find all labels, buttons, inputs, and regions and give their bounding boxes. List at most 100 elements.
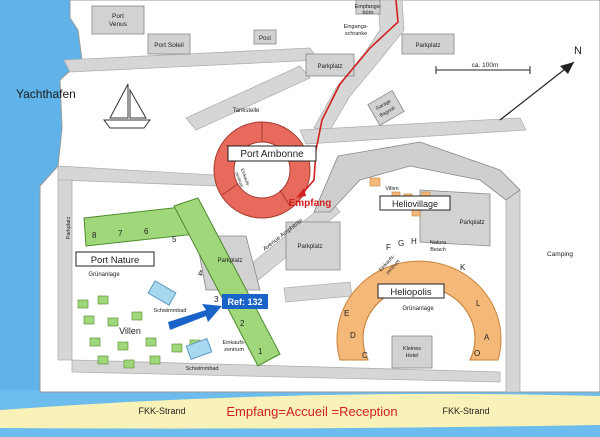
building-number: 3 [214,295,219,304]
road-left-vertical [57,179,73,361]
parkplatz-center-block [305,53,355,77]
building-number: 7 [118,229,123,238]
building-letter: L [476,299,481,308]
einkaufszentrum-nature-label: zentrum [224,347,244,353]
empfangsbuero-label: büro [362,10,373,16]
kleines-hotel-label: Kleines [403,346,421,352]
beach-sand [0,393,600,429]
gruenanlage-label: Grünanlage [402,306,434,312]
parkplatz-label: Parkplatz [297,244,322,250]
camping-label: Camping [547,251,573,258]
nature-villas [77,295,201,369]
ref-badge [222,294,268,309]
empfang-caption: Empfang=Accueil =Reception [226,404,397,419]
einkaufszentrum-ambonne-label: zentrum [234,171,244,188]
port-nature-label: Port Nature [91,255,140,266]
port-ambonne-label-box [227,145,317,162]
einkaufszentrum-nature-label: Einkaufs- [223,340,246,346]
parkplatz-top-right-block [401,33,455,55]
post-label: Post [259,36,271,42]
building-number: 4 [198,269,203,278]
building-letter: G [398,239,404,248]
schwimmbad-label: Schwimmbad [153,308,186,314]
route-arrowhead [296,188,306,198]
villa-square [83,315,95,325]
empfang-route [301,0,399,195]
building-number: 8 [92,231,97,240]
villa-square [77,299,89,309]
parkplatz-label: Parkplatz [66,216,72,239]
north-label: N [574,45,582,57]
schwimmbad-pool [147,280,177,306]
heliopolis-label: Heliopolis [390,287,431,298]
road-west-diagonal [185,65,311,131]
building-letter: O [474,349,480,358]
schwimmbad-pool-bottom [185,338,213,360]
building-letter: F [386,243,391,252]
empfang-label: Empfang [289,198,332,209]
garage-block [367,90,405,126]
building-number: 1 [258,347,263,356]
villa-square [123,359,135,369]
road-bottom [71,359,501,383]
natura-beach-label: Beach [430,247,446,253]
villen-label: Villen [119,326,141,336]
building-number: 5 [172,235,177,244]
kleines-hotel-block [391,335,433,369]
port-nature-label-box [75,251,155,267]
heliopolis-label-box [377,283,445,299]
schwimmbad-label: Schwimmbad [185,366,218,372]
building-letter: D [350,331,356,340]
road-east-diagonal [299,117,527,145]
port-venus-block [91,5,145,35]
ambonne-divider [221,183,239,196]
port-venus-label: Port [112,13,124,20]
fkk-strand-label: FKK-Strand [138,406,185,416]
natura-beach-label: Natura [430,240,447,246]
building-letter: C [362,351,368,360]
sailboat-icon [103,83,151,129]
fkk-strand-label: FKK-Strand [442,406,489,416]
villa-square [97,295,109,305]
villa-square [369,177,381,187]
ambonne-divider [279,189,291,207]
parkplatz-label: Parkplatz [415,43,440,49]
villa-square [149,355,161,365]
post-block [253,29,277,45]
north-arrow-icon [499,61,575,121]
port-soleil-block [147,33,191,55]
building-letter: K [460,263,466,272]
building-letter: H [411,237,417,246]
villa-square [171,343,183,353]
scale-bar [435,66,531,74]
ref-arrow-icon [168,304,222,330]
building-letter: A [484,333,490,342]
port-nature-buildings [83,197,281,367]
heliovillage-chevron [313,141,521,213]
yachthafen-label: Yachthafen [16,87,76,101]
scale-label: ca. 100m [472,62,499,69]
villen-heliovillage-label: Villen [385,186,398,192]
villa-square [117,341,129,351]
building-letter: E [344,309,349,318]
eingangsschranke-label: schranke [345,31,367,37]
tankstelle-label: Tankstelle [233,108,260,114]
port-venus-label: Venus [109,21,128,28]
villa-square [145,337,157,347]
ref-label: Ref: 132 [227,297,262,307]
villa-square [97,355,109,365]
gruenanlage-label: Grünanlage [88,272,120,278]
nature-diagonal [173,197,281,367]
building-number: 6 [144,227,149,236]
villa-square [89,337,101,347]
roads [57,0,527,393]
heliovillage-label: Heliovillage [392,199,438,209]
villa-square [131,311,143,321]
empfangsbuero-block [355,0,381,15]
parkplatz-label: Parkplatz [217,258,242,264]
port-ambonne-label: Port Ambonne [240,149,304,160]
building-number: 2 [240,319,245,328]
road-east-vertical [505,189,521,393]
villa-square [107,317,119,327]
